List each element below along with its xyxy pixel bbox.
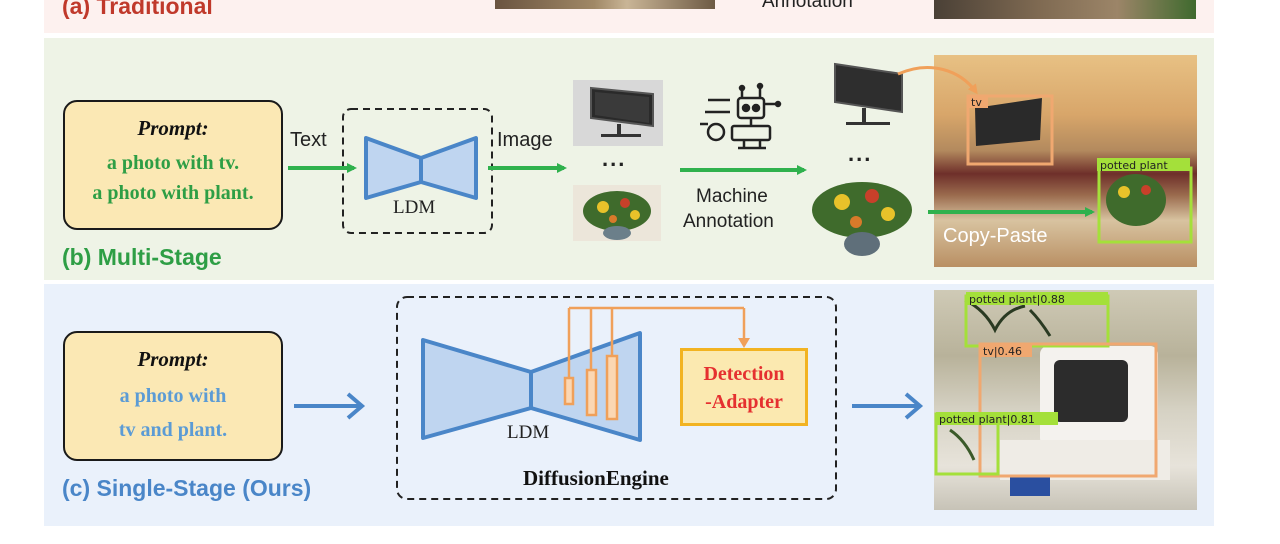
prompt-line: a photo with <box>119 385 227 407</box>
tv-cutout <box>834 62 903 125</box>
adapter-label-line: -Adapter <box>705 391 783 413</box>
ldm-label: LDM <box>393 197 436 218</box>
detection-box-tv-single <box>978 342 1158 478</box>
copy-paste-label: Copy-Paste <box>943 225 1048 247</box>
feature-taps <box>563 306 746 421</box>
single-stage-label: (c) Single-Stage (Ours) <box>62 475 312 501</box>
detection-tag-tv: tv <box>971 96 982 109</box>
detection-tag-tv-single: tv|0.46 <box>983 345 1022 358</box>
ldm-label: LDM <box>507 422 550 443</box>
adapter-label-line: Detection <box>703 363 785 385</box>
robot-chip-icon <box>700 82 782 150</box>
detection-tag-plant-bottom: potted plant|0.81 <box>939 413 1035 426</box>
detection-adapter-box: Detection -Adapter <box>680 348 808 426</box>
image-arrow-label: Image <box>497 129 553 151</box>
ellipsis: ... <box>602 146 627 171</box>
ldm-decoder <box>419 136 478 200</box>
detection-tag-plant-top: potted plant|0.88 <box>969 293 1065 306</box>
prompt-line: tv and plant. <box>118 419 228 441</box>
traditional-photo-right <box>934 0 1196 19</box>
prompt-title: Prompt: <box>137 116 209 140</box>
detection-tag-plant: potted plant <box>1100 159 1168 172</box>
diffusion-engine-dashed-box <box>396 296 837 500</box>
ellipsis: ... <box>848 141 873 166</box>
prompt-title: Prompt: <box>137 347 209 371</box>
paste-tv-curve <box>897 66 978 95</box>
plant-cutout <box>812 182 912 256</box>
ldm-encoder <box>364 136 423 200</box>
ldm-dashed-box <box>342 108 493 234</box>
generated-tv-image <box>573 80 663 146</box>
text-arrow-label: Text <box>290 129 327 151</box>
prompt-line: a photo with plant. <box>92 182 254 204</box>
multi-stage-prompt-box: Prompt: a photo with tv. a photo with pl… <box>63 100 283 230</box>
generated-plant-image <box>573 185 661 241</box>
pasted-tv <box>975 98 1042 146</box>
prompt-line: a photo with tv. <box>106 152 240 174</box>
traditional-label: (a) Traditional <box>62 0 213 19</box>
diffusion-engine-label: DiffusionEngine <box>523 466 669 490</box>
machine-annotation-line: Machine <box>696 186 768 207</box>
traditional-photo-left <box>495 0 715 9</box>
detection-box-tv <box>966 94 1054 166</box>
multi-stage-label: (b) Multi-Stage <box>62 244 222 270</box>
single-stage-prompt-box: Prompt: a photo with tv and plant. <box>63 331 283 461</box>
traditional-annotation-text: Annotation <box>762 0 853 12</box>
single-stage-photo-content <box>949 298 1170 496</box>
machine-annotation-line: Annotation <box>683 211 774 232</box>
